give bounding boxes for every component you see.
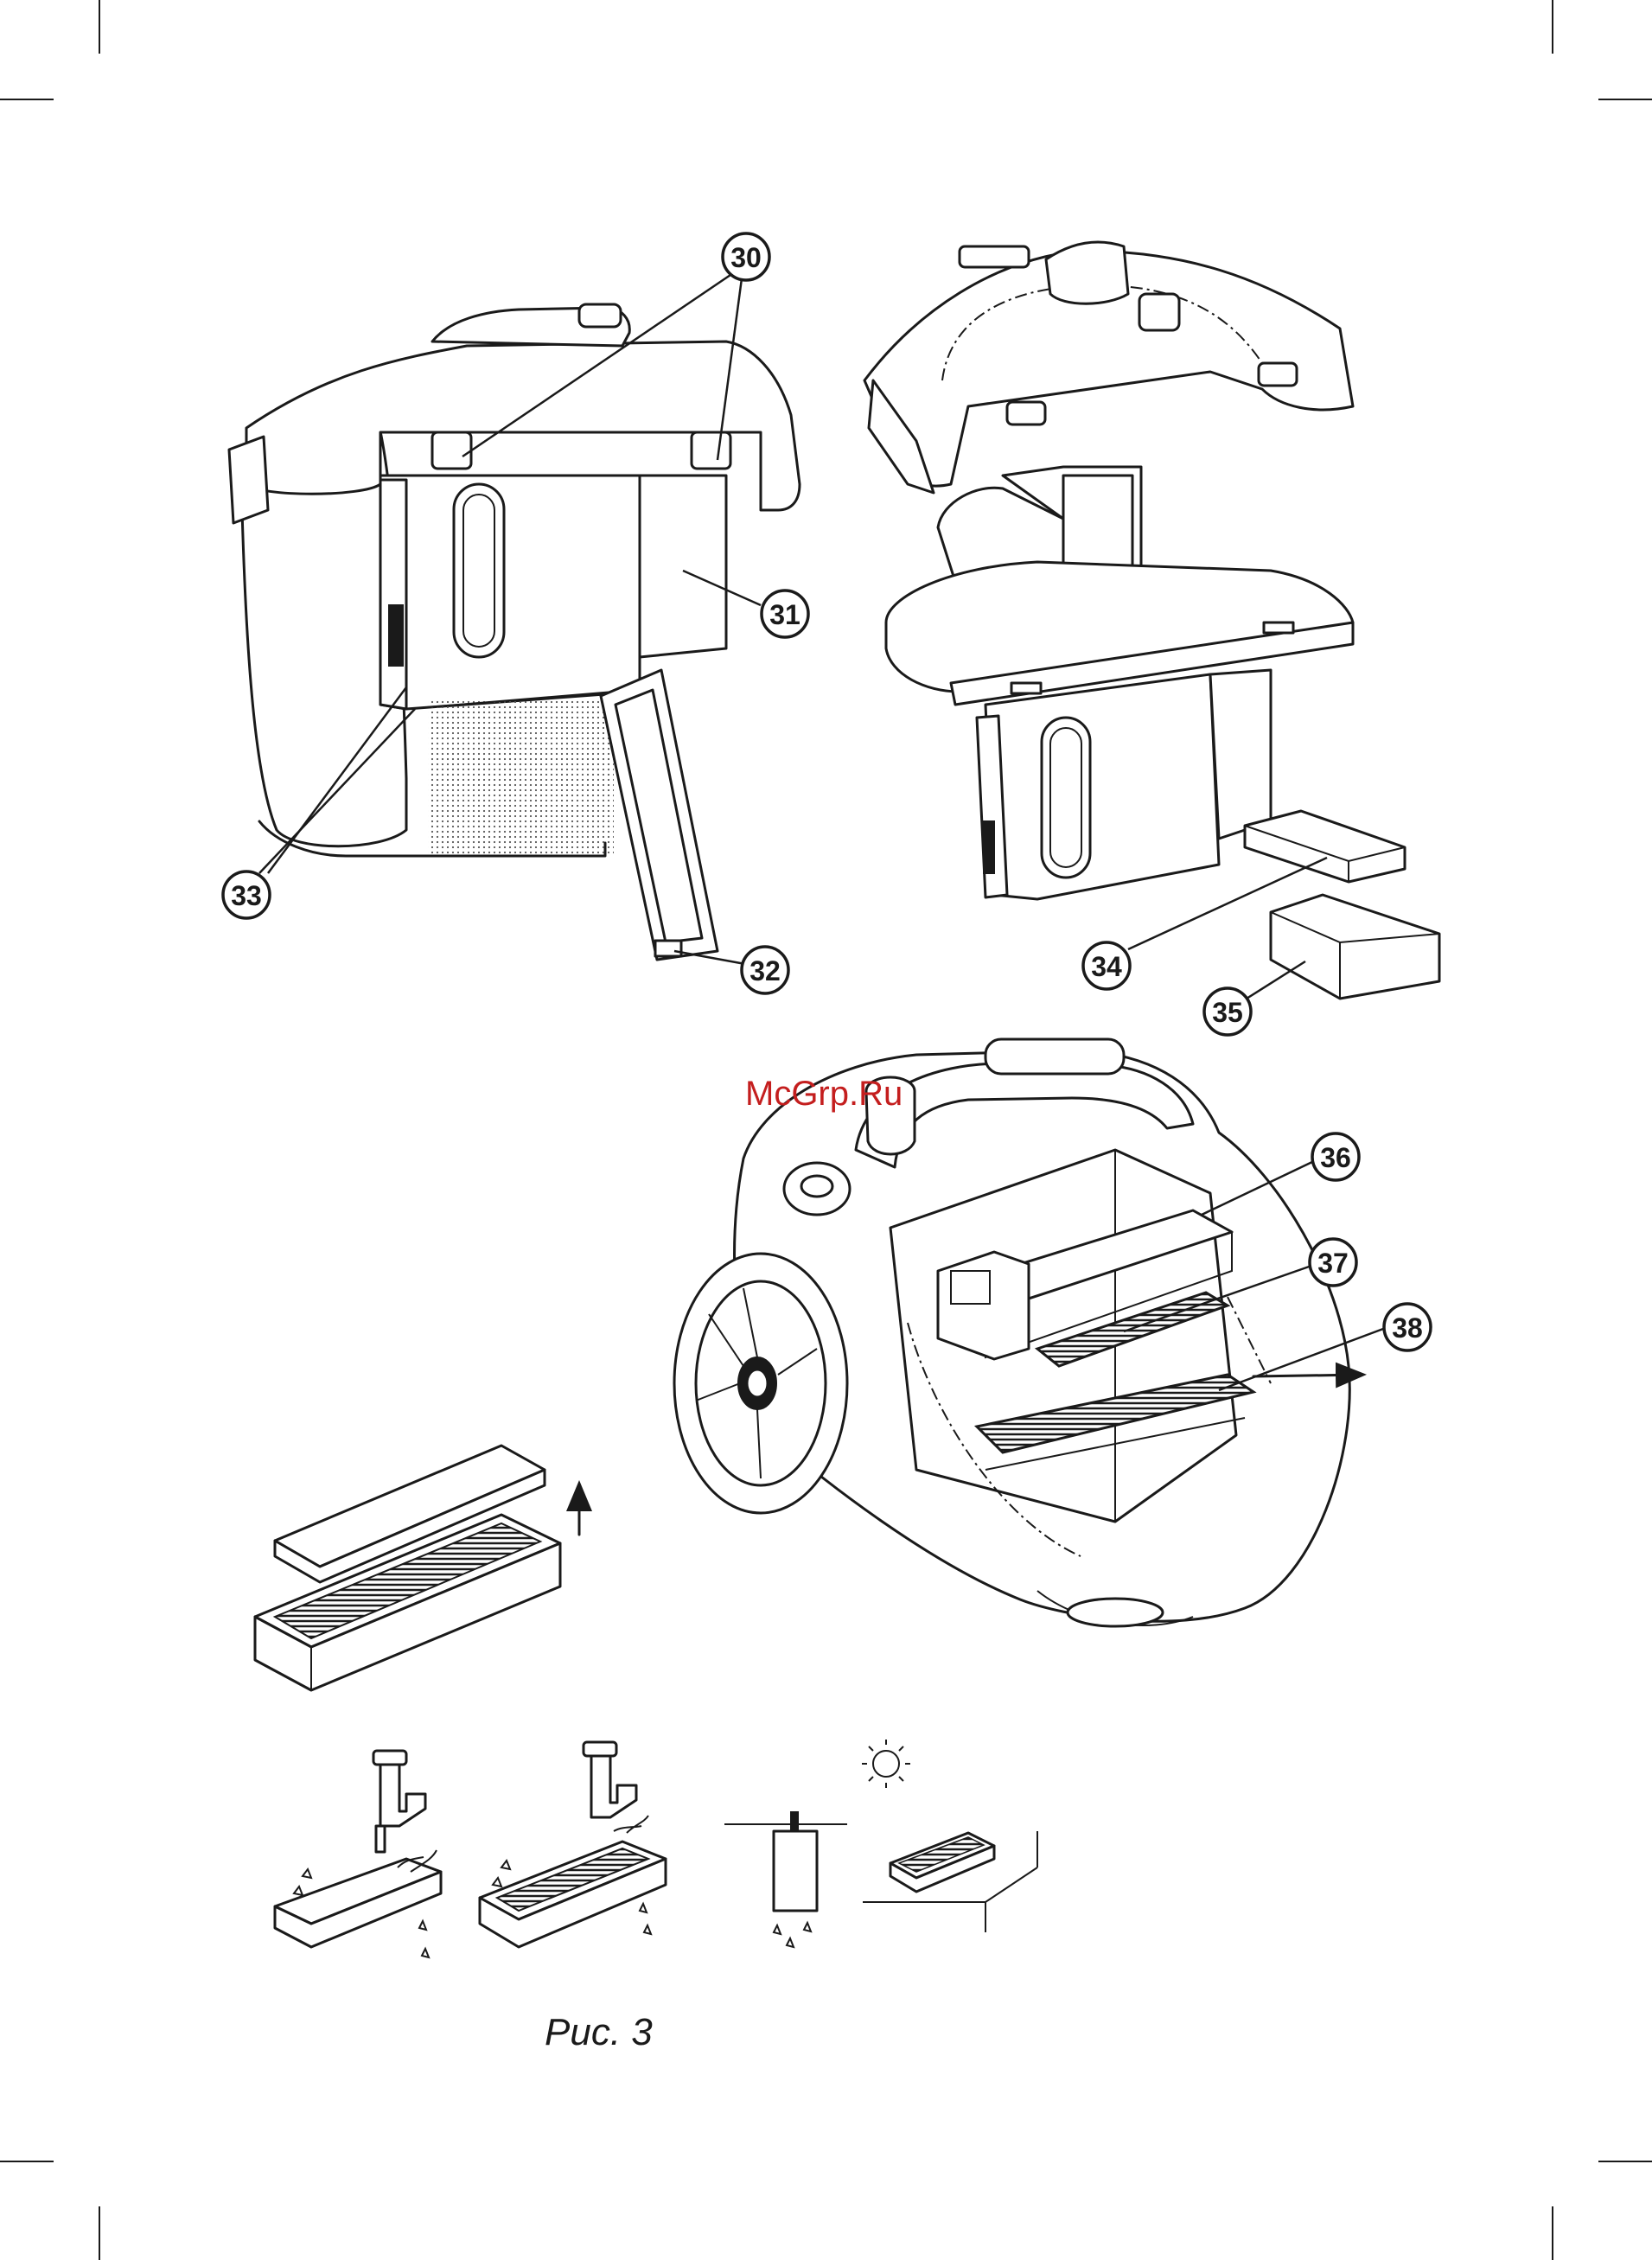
callout-31: 31 <box>762 591 808 637</box>
callout-30: 30 <box>723 233 769 280</box>
callout-32-label: 32 <box>749 955 781 986</box>
washing-drying-steps-illustration <box>275 1740 1037 1957</box>
dust-container-exploded-illustration <box>864 242 1439 999</box>
callout-32: 32 <box>742 947 788 993</box>
hepa-filter-removal-illustration <box>255 1446 579 1690</box>
callout-35: 35 <box>1204 988 1251 1035</box>
dry-filter-table-step <box>862 1740 1037 1932</box>
dust-container-open-illustration <box>229 304 800 960</box>
wash-filter-step <box>480 1742 666 1947</box>
callout-33: 33 <box>223 871 270 918</box>
callout-37-label: 37 <box>1317 1248 1349 1279</box>
callout-37: 37 <box>1310 1239 1356 1286</box>
callout-30-label: 30 <box>730 242 762 273</box>
callout-34: 34 <box>1083 942 1130 989</box>
vacuum-body-illustration <box>674 1039 1362 1626</box>
wash-sponge-step <box>275 1751 441 1957</box>
callout-35-label: 35 <box>1212 997 1243 1028</box>
dry-sponge-hanging-step <box>724 1812 847 1947</box>
callout-34-label: 34 <box>1091 951 1122 982</box>
callout-38-label: 38 <box>1392 1312 1423 1344</box>
callout-31-label: 31 <box>769 599 800 630</box>
callout-36-label: 36 <box>1320 1142 1351 1173</box>
callout-36: 36 <box>1312 1133 1359 1180</box>
callout-38: 38 <box>1384 1304 1431 1350</box>
callout-33-label: 33 <box>231 880 262 911</box>
watermark: McGrp.Ru <box>745 1075 903 1113</box>
figure-caption: Рис. 3 <box>545 2011 653 2053</box>
